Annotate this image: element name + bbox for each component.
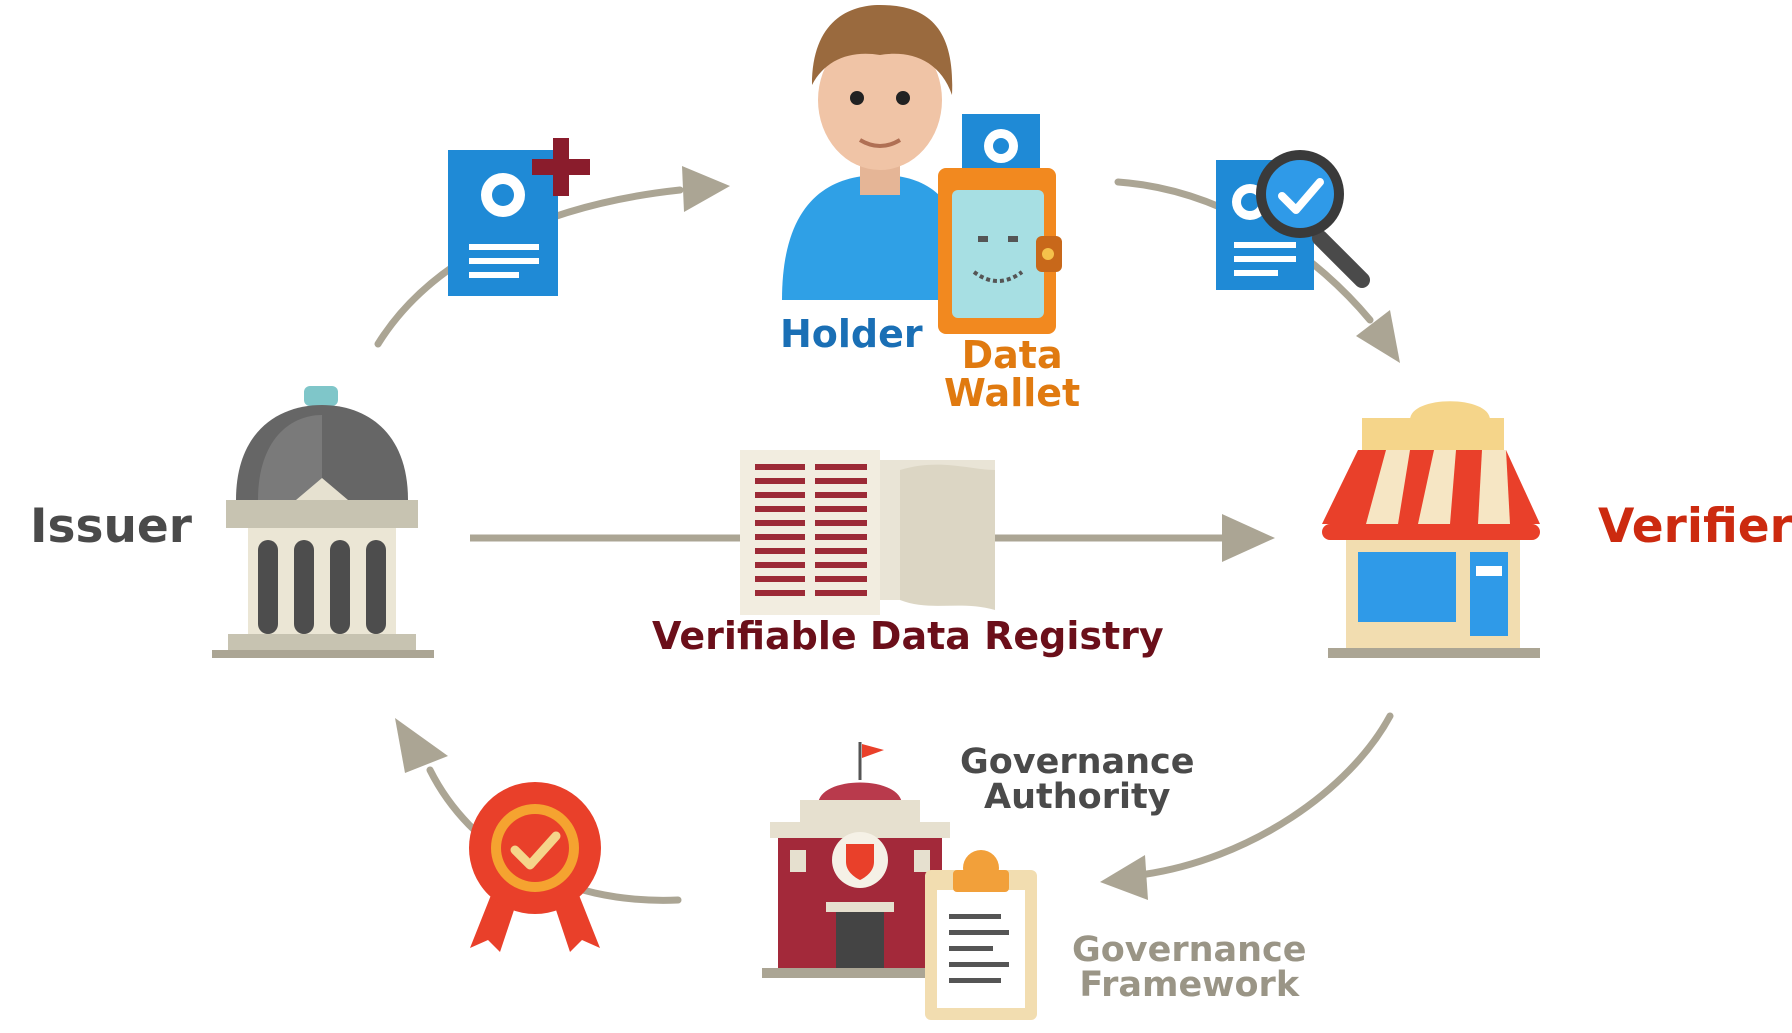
holder-label: Holder (780, 312, 923, 356)
verifier-label: Verifier (1598, 499, 1792, 554)
data-wallet-label: Data Wallet (944, 333, 1081, 415)
clipboard-framework-icon (925, 850, 1037, 1020)
person-holder-icon (782, 5, 970, 300)
governance-building-icon (762, 742, 958, 978)
arc-verifier-to-authority (1100, 712, 1394, 900)
credential-verify-icon (1216, 150, 1370, 290)
data-wallet-icon (938, 114, 1062, 334)
governance-framework-label: Governance Framework (1072, 930, 1307, 1005)
governance-authority-label: Governance Authority (960, 742, 1195, 817)
shop-storefront-icon (1322, 401, 1540, 658)
credential-issue-icon (448, 138, 590, 296)
bank-building-icon (212, 386, 434, 658)
award-badge-icon (469, 782, 601, 952)
issuer-label: Issuer (30, 499, 192, 554)
registry-label: Verifiable Data Registry (652, 614, 1164, 658)
ledger-scroll-icon (740, 450, 995, 615)
